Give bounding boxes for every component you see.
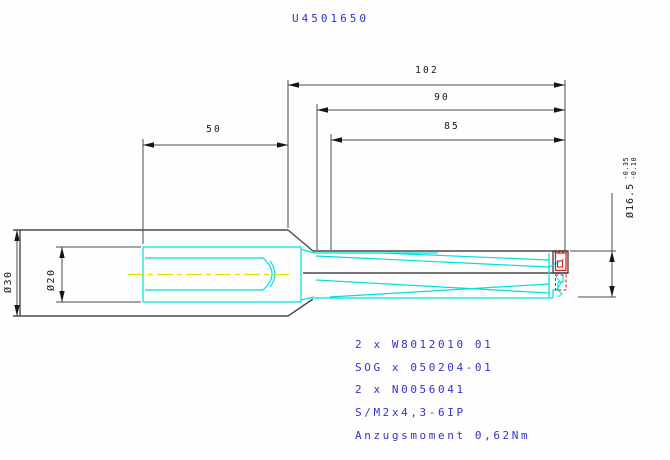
note-line-center-insert: SOG x 050204-01 <box>355 360 494 374</box>
dia-tip-value: Ø16.5 <box>624 182 636 218</box>
dim-dia-shank-label: Ø20 <box>46 268 57 291</box>
dim-overall-length-label: 102 <box>415 65 439 76</box>
note-line-spare-part: 2 x N0056041 <box>355 383 466 397</box>
dia-tip-tolerances: -0.35 -0.10 <box>622 157 638 180</box>
drawing-title: U4501650 <box>292 12 369 25</box>
drill-body <box>142 246 565 303</box>
holder-outline <box>13 229 569 317</box>
dia-tip-tol-lower: -0.10 <box>630 156 638 180</box>
note-line-torque: Anzugsmoment 0,62Nm <box>355 428 531 442</box>
note-line-inserts: 2 x W8012010 01 <box>355 338 494 351</box>
dim-shank-length-label: 50 <box>206 124 222 135</box>
dimension-lines <box>16 84 613 316</box>
dim-flute-length-label: 85 <box>444 121 460 132</box>
note-line-screw: S/M2x4,3-6IP <box>355 406 466 420</box>
dimension-arrows <box>14 82 615 316</box>
dia-tip-tol-upper: -0.35 <box>622 156 630 180</box>
parts-notes-block: 2 x W8012010 01 SOG x 050204-01 2 x N005… <box>355 334 530 448</box>
extension-lines <box>56 80 616 303</box>
dim-dia-collar-label: Ø30 <box>3 270 14 293</box>
dim-90-label: 90 <box>434 92 450 103</box>
cutting-inserts <box>554 251 567 291</box>
dim-dia-tip-label: Ø16.5 -0.35 -0.10 <box>622 157 638 218</box>
